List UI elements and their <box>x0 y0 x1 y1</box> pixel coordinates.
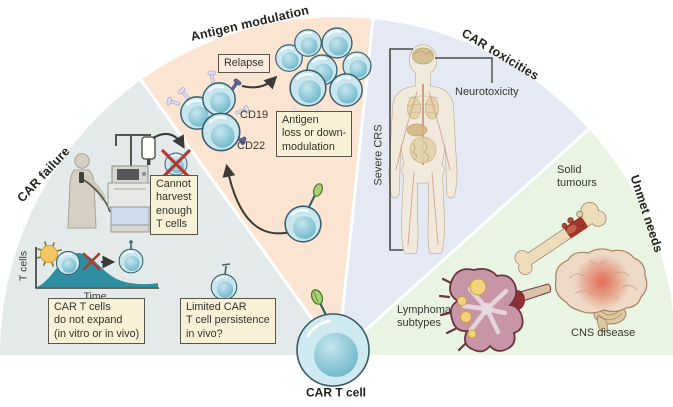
apheresis-machine-illustration <box>107 134 156 233</box>
severe-crs-bracket <box>389 48 413 251</box>
car-attack-arrow <box>222 163 295 235</box>
car-receptor-icon <box>312 183 324 197</box>
persistence-box: Limited CAR T cell persistence in vivo? <box>180 298 276 345</box>
red-x-icon <box>161 149 191 179</box>
neurotoxicity-label: Neurotoxicity <box>455 86 519 98</box>
severe-crs-label: Severe CRS <box>372 124 385 186</box>
chart-ylabel: T cells <box>17 250 30 282</box>
no-expand-box: CAR T cells do not expand (in vitro or i… <box>48 298 146 345</box>
harvest-arrow <box>152 132 185 149</box>
brain-cns-illustration <box>554 248 648 333</box>
relapse-box: Relapse <box>218 54 270 74</box>
lymph-node-illustration <box>438 267 552 353</box>
brain-organ <box>412 47 434 65</box>
chart-axes <box>35 247 159 289</box>
non-expanded-cell-icon <box>118 240 144 274</box>
lymphoma-label: Lymphoma subtypes <box>397 304 452 330</box>
cd22-label: CD22 <box>237 140 266 152</box>
patient-head <box>74 153 90 169</box>
solid-tumours-label: Solid tumours <box>557 164 597 190</box>
machine-screen <box>117 169 139 180</box>
apheresis-patient-illustration <box>67 153 111 229</box>
lymphoma-nodules <box>457 278 487 339</box>
bone-solid-tumour-illustration <box>508 197 610 279</box>
red-x-icon-small <box>82 252 101 271</box>
human-body-illustration <box>388 44 458 254</box>
stimulation-bead-icon <box>36 241 81 276</box>
cns-disease-region <box>574 254 630 310</box>
neurotoxicity-pointer <box>435 57 493 83</box>
car-t-cell-icon <box>296 289 370 387</box>
blood-tube <box>83 179 111 213</box>
relapse-arrow <box>241 75 278 90</box>
cd19-label: CD19 <box>240 109 269 121</box>
crossed-out-cell-icon <box>161 149 191 179</box>
iv-bag <box>141 136 156 160</box>
attacking-car-t-cell-icon <box>283 183 324 244</box>
cns-disease-label: CNS disease <box>571 327 636 339</box>
antigen-loss-box: Antigen loss or down- modulation <box>276 111 353 158</box>
car-t-cell-label: CAR T cell <box>305 385 367 400</box>
persistence-cell-icon <box>210 263 238 301</box>
cannot-harvest-box: Cannot harvest enough T cells <box>150 175 199 235</box>
